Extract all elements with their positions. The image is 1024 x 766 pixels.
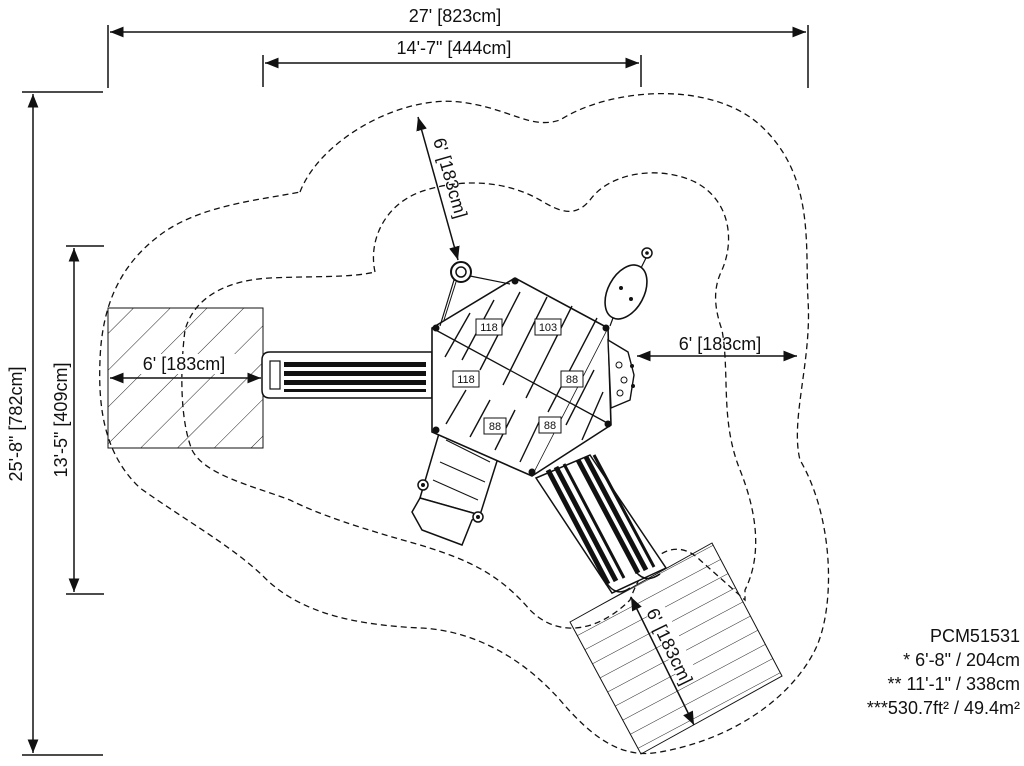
svg-text:103: 103: [539, 322, 557, 334]
clearance-left-label: 6' [183cm]: [143, 354, 225, 374]
svg-text:118: 118: [480, 322, 498, 334]
overall-depth-label: 25'-8" [782cm]: [6, 367, 26, 482]
dimension-structure-width: 14'-7" [444cm]: [262, 38, 642, 87]
side-activity-panel: [607, 338, 635, 410]
clearance-left: 6' [183cm]: [110, 354, 261, 384]
spec-line-3: ***530.7ft² / 49.4m²: [866, 698, 1020, 718]
spec-line-2: ** 11'-1" / 338cm: [887, 674, 1020, 694]
dimension-structure-depth: 13'-5" [409cm]: [51, 245, 104, 595]
svg-text:88: 88: [544, 420, 556, 432]
clearance-right-label: 6' [183cm]: [679, 334, 761, 354]
clearance-right: 6' [183cm]: [637, 334, 797, 362]
use-zone-outer-boundary: [99, 92, 830, 755]
deck-height-label: 118: [452, 370, 480, 388]
model-info-block: PCM51531 * 6'-8" / 204cm ** 11'-1" / 338…: [820, 624, 1020, 720]
deck-height-label: 88: [560, 370, 584, 388]
ring-climber: [439, 261, 511, 327]
svg-text:88: 88: [489, 421, 501, 433]
structure-depth-label: 13'-5" [409cm]: [51, 363, 71, 478]
left-slide: [261, 351, 433, 399]
structure-width-label: 14'-7" [444cm]: [397, 38, 512, 58]
spec-line-1: * 6'-8" / 204cm: [903, 650, 1020, 670]
deck-height-label: 88: [483, 417, 507, 435]
dimension-overall-width: 27' [823cm]: [107, 6, 809, 88]
clearance-top: 6' [183cm]: [416, 116, 471, 261]
spring-rider: [604, 247, 653, 327]
deck-height-label: 88: [538, 416, 562, 434]
model-number: PCM51531: [929, 626, 1020, 646]
svg-text:118: 118: [457, 374, 475, 386]
double-slide: [534, 454, 668, 594]
overall-width-label: 27' [823cm]: [409, 6, 502, 26]
deck-height-label: 118: [475, 318, 503, 336]
deck-height-label: 103: [534, 318, 562, 336]
svg-text:88: 88: [566, 374, 578, 386]
dimension-overall-depth: 25'-8" [782cm]: [6, 91, 103, 756]
